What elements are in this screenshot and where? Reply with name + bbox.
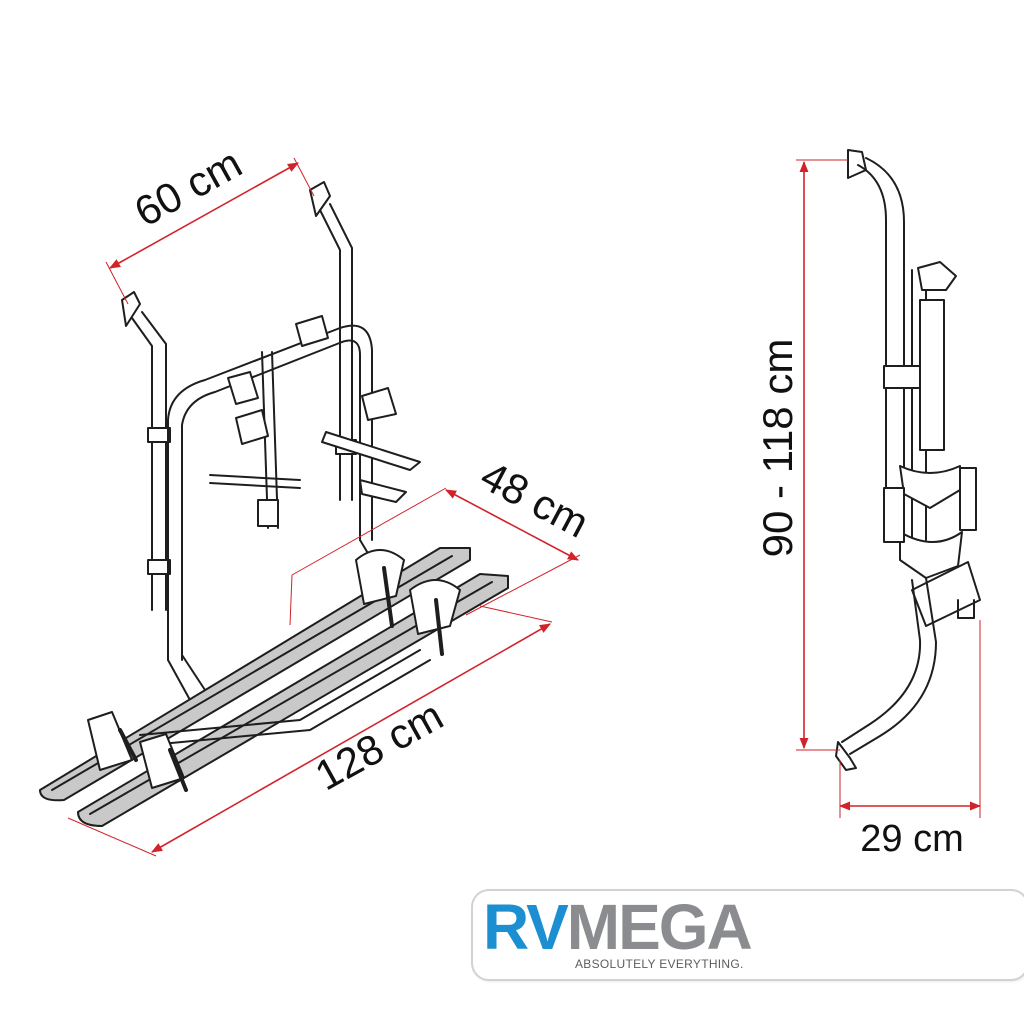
height-dimension-label: 90 - 118 cm (754, 339, 801, 558)
width-dimension-line (109, 162, 299, 269)
depth-dimension-line (445, 489, 579, 561)
dimension-lines (67, 157, 982, 857)
depth-dimension-label: 48 cm (473, 452, 596, 547)
bike-carrier-side-drawing (835, 149, 981, 771)
width-dimension-label: 60 cm (127, 139, 250, 236)
logo-mega: MEGA (566, 891, 753, 963)
length-dimension-label: 128 cm (307, 691, 450, 799)
logo-tagline: ABSOLUTELY EVERYTHING. (575, 957, 744, 971)
brand-logo: RVMEGA ABSOLUTELY EVERYTHING. (471, 889, 1024, 981)
length-dimension-line (151, 623, 551, 853)
side-depth-dimension-label: 29 cm (860, 818, 963, 860)
logo-rv: RV (483, 891, 569, 963)
logo-wordmark: RVMEGA (483, 895, 753, 959)
